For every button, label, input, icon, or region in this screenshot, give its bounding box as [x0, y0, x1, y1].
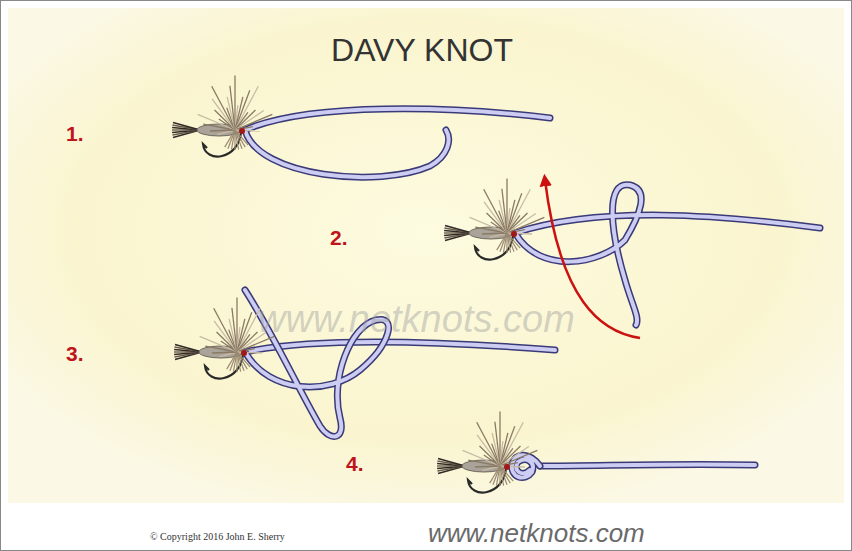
step-number: 2. — [330, 226, 348, 250]
step-number: 1. — [66, 122, 84, 146]
website-url: www.netknots.com — [428, 518, 645, 549]
fly-step-4 — [437, 411, 537, 492]
background-panel — [8, 8, 844, 503]
fly-step-1 — [172, 75, 272, 156]
line-step-3-main-outline — [245, 342, 555, 352]
title: DAVY KNOT — [0, 32, 848, 69]
line-step-1 — [245, 109, 550, 177]
step-number: 4. — [346, 452, 364, 476]
line-step-4-outline — [540, 464, 755, 466]
fly-step-2 — [444, 178, 544, 259]
line-step-1-outline — [245, 109, 550, 177]
line-step-3-main — [245, 342, 555, 352]
line-step-4 — [540, 464, 755, 466]
watermark: www.netknots.com — [258, 298, 575, 341]
copyright-note: © Copyright 2016 John E. Sherry — [150, 531, 285, 542]
step-number: 3. — [66, 342, 84, 366]
